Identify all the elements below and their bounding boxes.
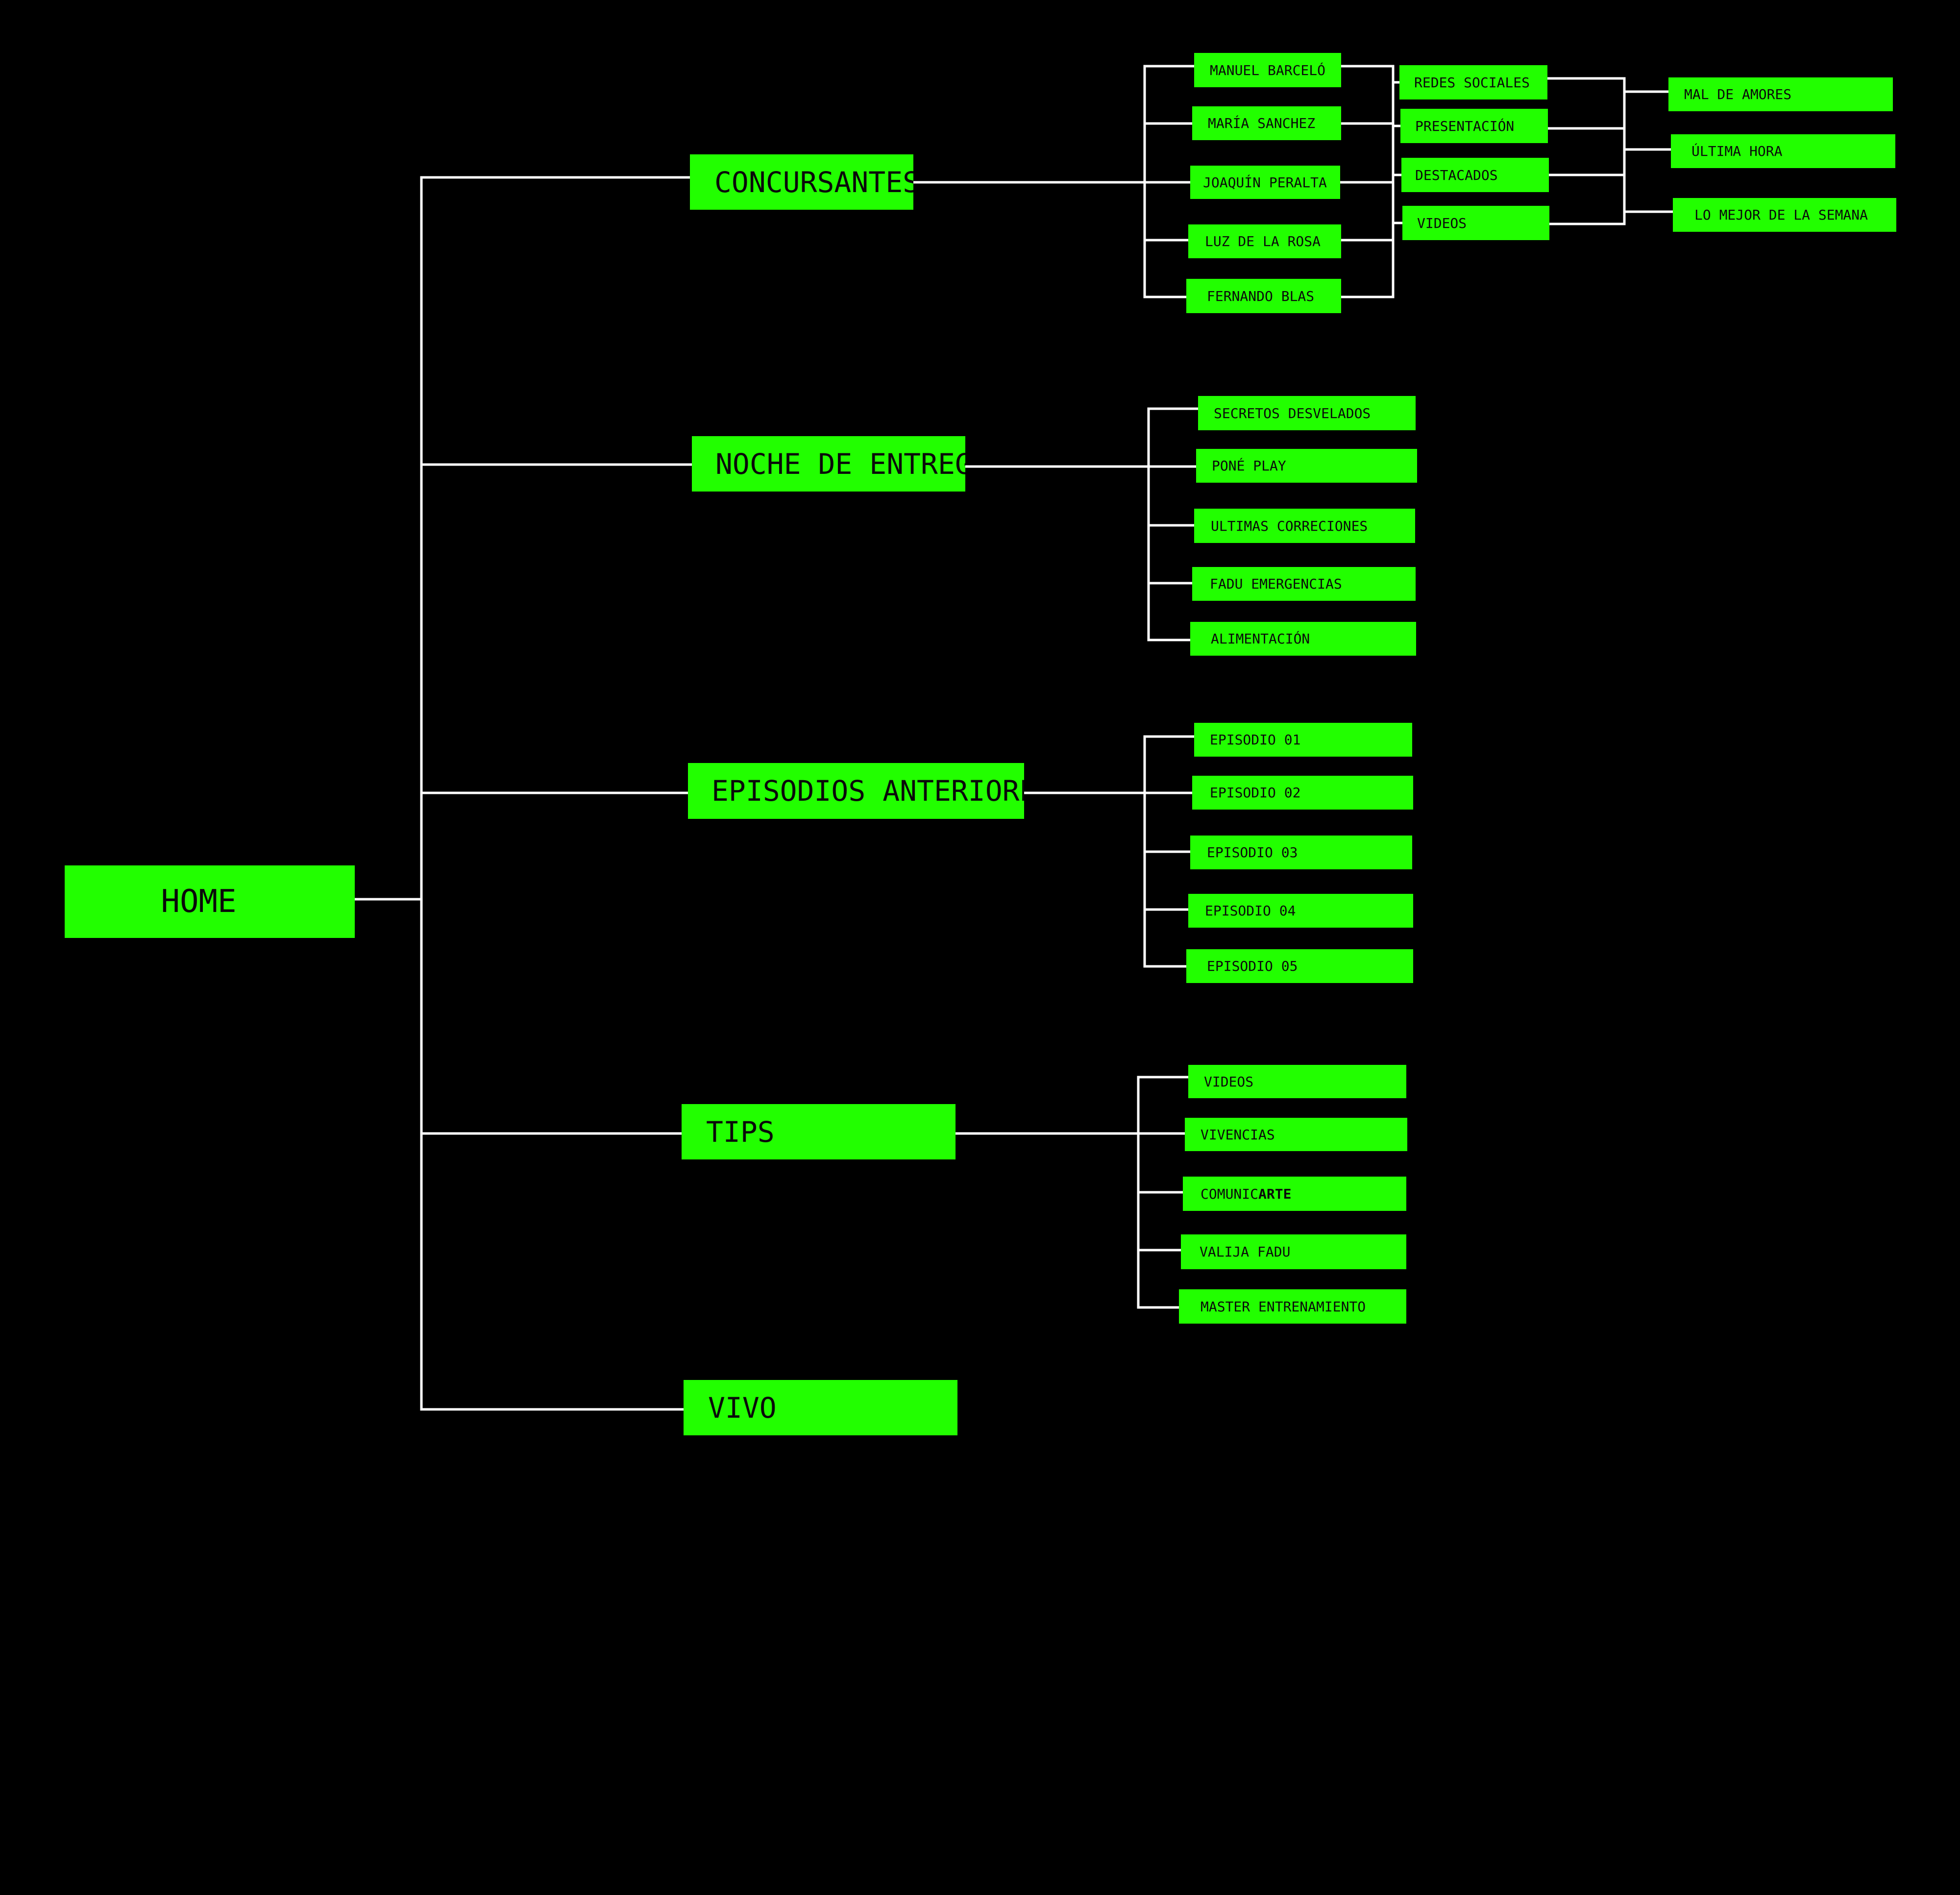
node-pone-play: PONÉ PLAY [1196,449,1417,483]
node-luz-de-la-rosa: LUZ DE LA ROSA [1188,224,1341,258]
node-noche-de-entrega: NOCHE DE ENTREGA [692,436,965,492]
node-redes-sociales: REDES SOCIALES [1399,65,1547,99]
node-joaquin-peralta: JOAQUÍN PERALTA [1190,166,1340,199]
node-fernando-blas: FERNANDO BLAS [1186,279,1341,313]
node-master-entrenamiento: MASTER ENTRENAMIENTO [1179,1289,1406,1324]
node-fadu-emergencias: FADU EMERGENCIAS [1192,567,1416,601]
node-episodio-01: EPISODIO 01 [1194,723,1412,757]
node-presentacion: PRESENTACIÓN [1400,109,1548,143]
node-vivencias: VIVENCIAS [1185,1118,1407,1151]
node-home: HOME [65,865,355,938]
node-ultimas-correciones: ULTIMAS CORRECIONES [1194,509,1415,543]
node-episodio-02: EPISODIO 02 [1192,776,1413,810]
node-videos-concursantes: VIDEOS [1402,206,1549,240]
node-tips: TIPS [682,1104,956,1159]
node-maria-sanchez: MARÍA SANCHEZ [1192,106,1341,140]
node-alimentacion: ALIMENTACIÓN [1190,622,1416,656]
node-episodio-04: EPISODIO 04 [1188,894,1413,928]
node-episodio-05: EPISODIO 05 [1186,949,1413,983]
node-episodio-03: EPISODIO 03 [1190,836,1412,869]
node-lo-mejor-de-la-semana: LO MEJOR DE LA SEMANA [1673,198,1896,232]
node-destacados: DESTACADOS [1401,158,1549,192]
node-vivo: VIVO [684,1380,957,1435]
node-ultima-hora: ÚLTIMA HORA [1671,134,1895,168]
node-episodios-anteriores: EPISODIOS ANTERIORES [688,763,1024,819]
node-concursantes: CONCURSANTES [690,154,913,210]
node-manuel-barcelo: MANUEL BARCELÓ [1194,53,1341,87]
node-mal-de-amores: MAL DE AMORES [1668,77,1893,111]
node-valija-fadu: VALIJA FADU [1181,1234,1406,1269]
node-secretos-desvelados: SECRETOS DESVELADOS [1198,396,1416,430]
node-videos-tips: VIDEOS [1188,1065,1406,1098]
